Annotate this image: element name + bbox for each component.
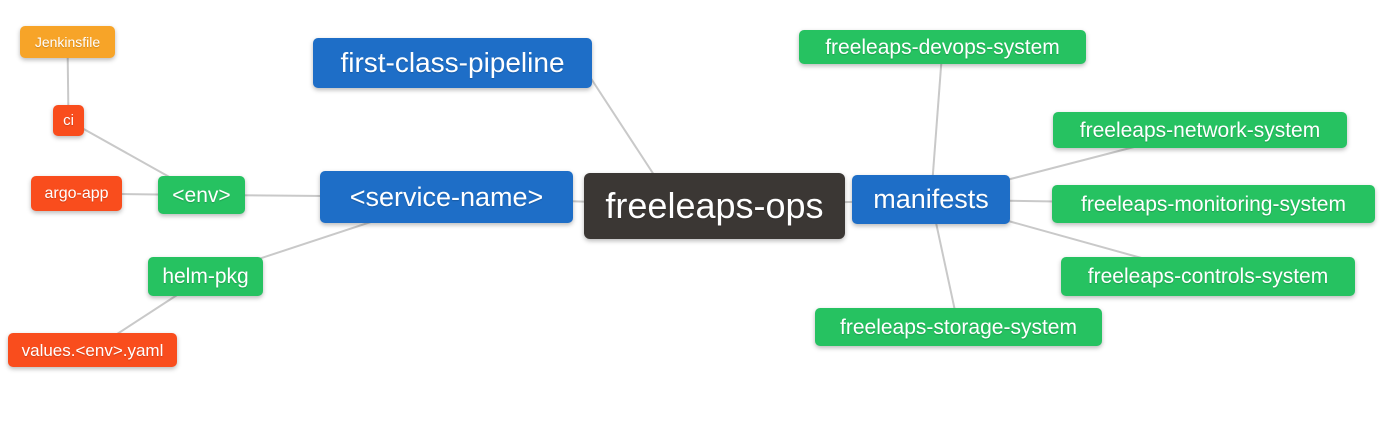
node-freeleaps-storage-system[interactable]: freeleaps-storage-system [815, 308, 1102, 346]
node-first-class-pipeline[interactable]: first-class-pipeline [313, 38, 592, 88]
edge-manifests-freeleaps-devops-system [930, 46, 944, 200]
node-argo-app[interactable]: argo-app [31, 176, 122, 211]
node-freeleaps-network-system[interactable]: freeleaps-network-system [1053, 112, 1347, 148]
node-manifests[interactable]: manifests [852, 175, 1010, 224]
node-helm-pkg[interactable]: helm-pkg [148, 257, 263, 296]
node-jenkinsfile[interactable]: Jenkinsfile [20, 26, 115, 58]
node-freeleaps-monitoring-system[interactable]: freeleaps-monitoring-system [1052, 185, 1375, 223]
node-freeleaps-controls-system[interactable]: freeleaps-controls-system [1061, 257, 1355, 296]
node-values-env-yaml[interactable]: values.<env>.yaml [8, 333, 177, 367]
node-service-name[interactable]: <service-name> [320, 171, 573, 223]
node-ci[interactable]: ci [53, 105, 84, 136]
node-env[interactable]: <env> [158, 176, 245, 214]
node-freeleaps-devops-system[interactable]: freeleaps-devops-system [799, 30, 1086, 64]
node-freeleaps-ops[interactable]: freeleaps-ops [584, 173, 845, 239]
